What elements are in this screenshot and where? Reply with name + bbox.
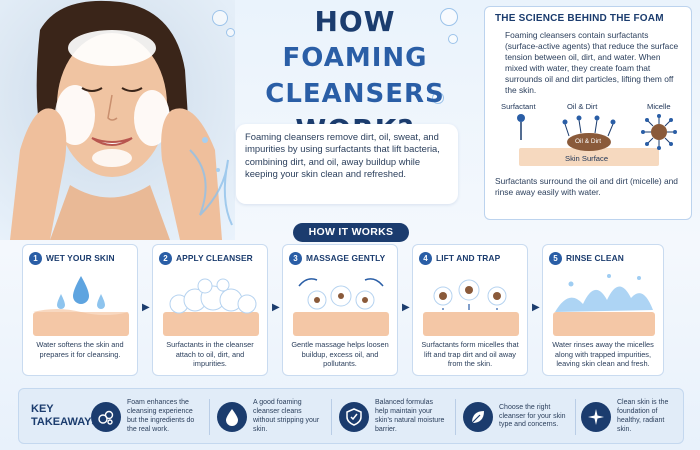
step-label: WET YOUR SKIN [46, 253, 115, 263]
takeaway-item: Clean skin is the foundation of healthy,… [581, 396, 679, 438]
oil-dirt-blob-label: Oil & Dirt [575, 138, 601, 145]
decorative-bubble [448, 34, 458, 44]
surfactant-label: Surfactant [501, 102, 536, 111]
sparkle-icon [581, 402, 611, 432]
takeaway-item: Choose the right cleanser for your skin … [463, 396, 571, 438]
step-card-rinse: 5 RINSE CLEAN Water rinses away the mice… [542, 244, 664, 376]
takeaway-text: Balanced formulas help maintain your ski… [375, 399, 445, 433]
arrow-right-icon: ▶ [532, 302, 540, 313]
key-takeaways-title-line-2: TAKEAWAYS [31, 416, 99, 428]
divider [331, 399, 332, 435]
shield-icon [339, 402, 369, 432]
takeaway-text: Clean skin is the foundation of healthy,… [617, 399, 669, 433]
step-label: RINSE CLEAN [566, 253, 624, 263]
intro-text: Foaming cleansers remove dirt, oil, swea… [245, 131, 440, 180]
step-label: MASSAGE GENTLY [306, 253, 386, 263]
key-takeaways-title: KEY TAKEAWAYS [31, 403, 99, 429]
decorative-bubble [226, 28, 235, 37]
step-card-lift-trap: 4 LIFT AND TRAP Surfactants form micelle… [412, 244, 528, 376]
divider [455, 399, 456, 435]
step-label: APPLY CLEANSER [176, 253, 253, 263]
step-description: Gentle massage helps loosen buildup, exc… [291, 340, 389, 368]
skin-surface-label: Skin Surface [565, 154, 609, 163]
step-description: Water rinses away the micelles along wit… [552, 340, 654, 368]
micelle-diagram: Surfactant Oil & Dirt Micelle [495, 102, 681, 172]
takeaway-text: Choose the right cleanser for your skin … [499, 403, 566, 429]
lift-and-trap-illustration [419, 268, 521, 340]
water-drop-icon [217, 402, 247, 432]
woman-washing-face-illustration [10, 0, 233, 240]
key-takeaways-panel: KEY TAKEAWAYS Foam enhances the cleansin… [18, 388, 684, 444]
step-number: 1 [29, 251, 42, 265]
step-number: 3 [289, 251, 302, 265]
takeaway-text: Foam enhances the cleansing experience b… [127, 399, 195, 433]
step-number: 5 [549, 251, 562, 265]
divider [575, 399, 576, 435]
model-photo [0, 0, 235, 240]
oil-dirt-label: Oil & Dirt [567, 102, 598, 111]
water-drops-on-skin-illustration [29, 268, 131, 340]
science-bottom-text: Surfactants surround the oil and dirt (m… [495, 176, 678, 197]
science-heading: THE SCIENCE BEHIND THE FOAM [495, 13, 664, 24]
step-label: LIFT AND TRAP [436, 253, 501, 263]
divider [209, 399, 210, 435]
leaf-icon [463, 402, 493, 432]
takeaway-item: Balanced formulas help maintain your ski… [339, 396, 447, 438]
micelle-label: Micelle [647, 102, 671, 111]
step-card-wet-skin: 1 WET YOUR SKIN Water softens the skin a… [22, 244, 138, 376]
takeaway-item: A good foaming cleanser cleans without s… [217, 396, 325, 438]
title-line-2: FOAMING CLEANSERS [265, 43, 445, 109]
step-description: Surfactants in the cleanser attach to oi… [166, 340, 254, 368]
arrow-right-icon: ▶ [272, 302, 280, 313]
step-number: 2 [159, 251, 172, 265]
intro-panel: Foaming cleansers remove dirt, oil, swea… [236, 124, 458, 204]
takeaway-text: A good foaming cleanser cleans without s… [253, 399, 320, 433]
key-takeaways-title-line-1: KEY [31, 403, 54, 415]
step-description: Surfactants form micelles that lift and … [421, 340, 519, 368]
massage-micelles-illustration [289, 268, 391, 340]
science-panel: THE SCIENCE BEHIND THE FOAM Foaming clea… [484, 6, 692, 220]
decorative-bubble [432, 92, 444, 104]
step-card-apply-cleanser: 2 APPLY CLEANSER Surfactants in the clea… [152, 244, 268, 376]
arrow-right-icon: ▶ [402, 302, 410, 313]
step-description: Water softens the skin and prepares it f… [36, 340, 124, 359]
step-card-massage: 3 MASSAGE GENTLY Gentle massage helps lo… [282, 244, 398, 376]
title-line-1: HOW [314, 5, 396, 38]
foam-on-skin-illustration [159, 268, 261, 340]
steps-row: 1 WET YOUR SKIN Water softens the skin a… [22, 244, 682, 378]
science-text: Foaming cleansers contain surfactants (s… [505, 30, 679, 95]
micelle-diagram-graphic [517, 114, 677, 166]
decorative-bubble [212, 10, 228, 26]
water-splash-illustration [549, 268, 657, 340]
foam-bubbles-icon [91, 402, 121, 432]
how-it-works-banner: HOW IT WORKS [293, 223, 409, 242]
arrow-right-icon: ▶ [142, 302, 150, 313]
decorative-bubble [440, 8, 458, 26]
takeaway-item: Foam enhances the cleansing experience b… [91, 396, 199, 438]
step-number: 4 [419, 251, 432, 265]
